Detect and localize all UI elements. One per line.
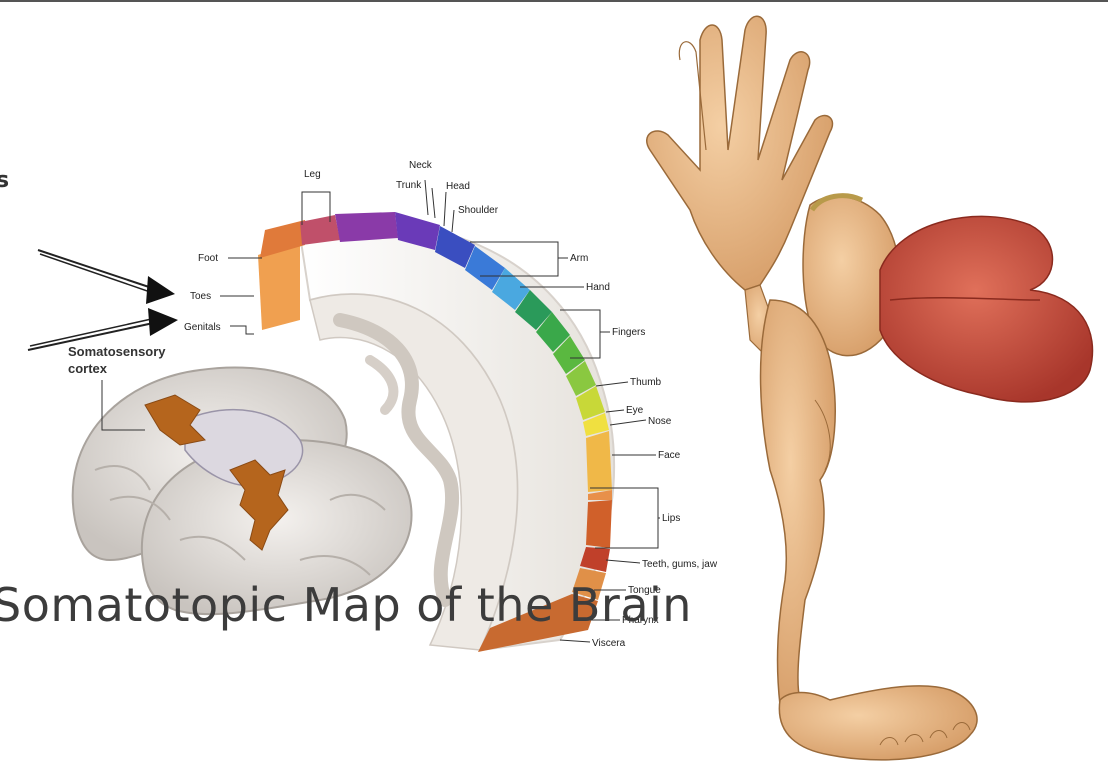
- label-hand: Hand: [586, 282, 610, 293]
- label-trunk: Trunk: [396, 180, 422, 191]
- arrow-head-toes: [146, 276, 175, 304]
- cut-off-heading-fragment: s: [0, 168, 9, 193]
- homunculus-foot: [779, 686, 977, 760]
- label-thumb: Thumb: [630, 377, 662, 388]
- label-viscera: Viscera: [592, 638, 626, 649]
- label-neck: Neck: [409, 160, 433, 171]
- label-teeth-gums-jaw: Teeth, gums, jaw: [642, 559, 718, 570]
- label-foot: Foot: [198, 253, 218, 264]
- sensory-homunculus: [647, 16, 1093, 760]
- label-leg: Leg: [304, 169, 321, 180]
- homunculus-lips: [880, 216, 1093, 401]
- homunculus-body: [761, 300, 836, 705]
- arrow-head-genitals: [148, 308, 178, 336]
- label-face: Face: [658, 450, 681, 461]
- label-cortex: cortex: [68, 361, 108, 376]
- label-shoulder: Shoulder: [458, 205, 499, 216]
- slide-title: Somatotopic Map of the Brain: [0, 578, 692, 632]
- label-arm: Arm: [570, 253, 588, 264]
- label-genitals: Genitals: [184, 322, 221, 333]
- label-nose: Nose: [648, 416, 672, 427]
- label-somatosensory: Somatosensory: [68, 344, 166, 359]
- label-eye: Eye: [626, 405, 644, 416]
- label-toes: Toes: [190, 291, 211, 302]
- label-lips: Lips: [662, 513, 680, 524]
- label-head: Head: [446, 181, 470, 192]
- annotation-arrows: [28, 250, 178, 350]
- label-fingers: Fingers: [612, 327, 645, 338]
